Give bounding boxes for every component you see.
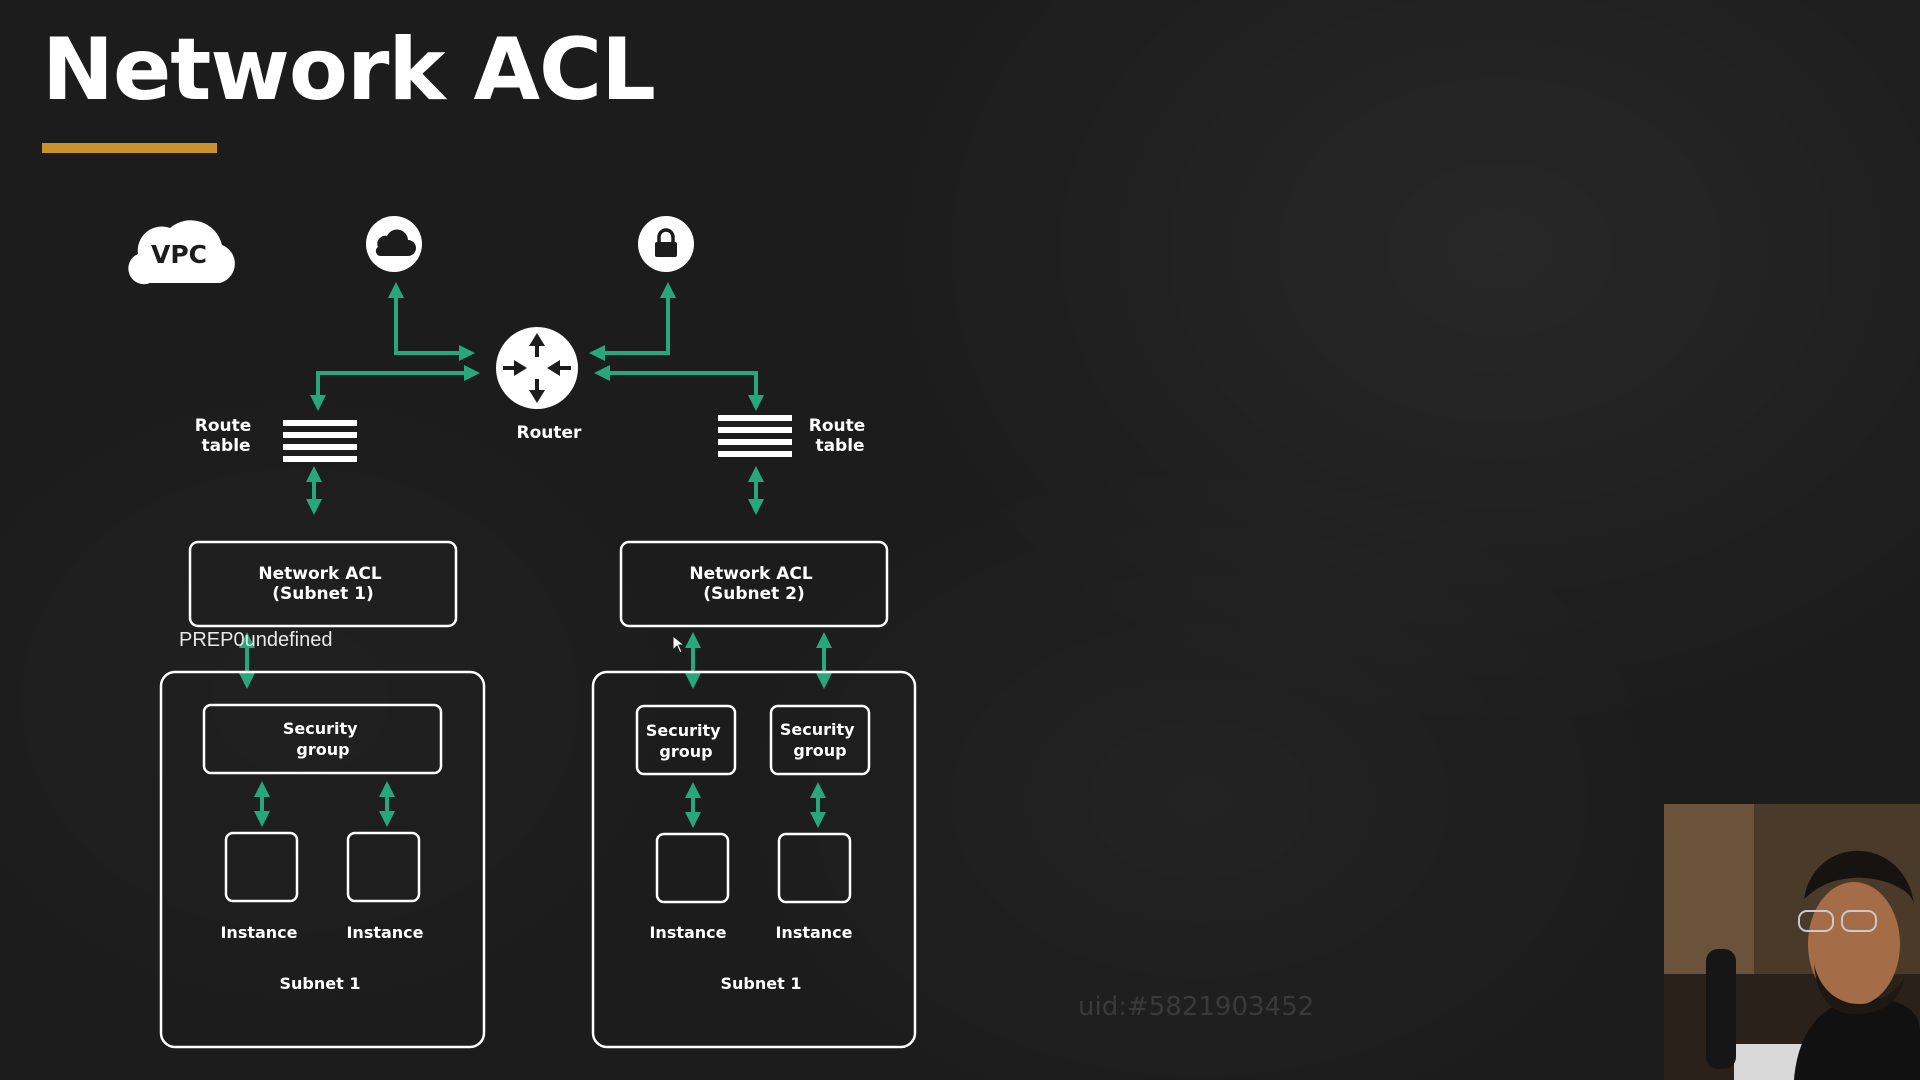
sg-right2-line1: Security (780, 720, 855, 739)
security-group-box-right-2 (769, 704, 871, 776)
route-table-icon-right (718, 415, 792, 457)
route-table-label-right: Route table (809, 416, 871, 456)
vpc-label: VPC (151, 240, 207, 269)
presenter-video (1664, 804, 1920, 1080)
nacl-label-left: Network ACL (Subnet 1) (258, 564, 387, 604)
sg-right1-line2: group (659, 742, 712, 761)
cloud-icon (366, 216, 422, 272)
sg-right1-line1: Security (646, 721, 721, 740)
title-underline (42, 143, 217, 153)
route-table-icon-left (283, 420, 357, 462)
lock-icon (638, 216, 694, 272)
uid-watermark: uid:#5821903452 (1078, 992, 1315, 1022)
nacl-box-left (188, 540, 458, 628)
sg-left-line1: Security (283, 719, 358, 738)
arrow-router-internet (388, 282, 475, 361)
route-table-left-line1: Route (195, 416, 252, 436)
nacl-right-line2: (Subnet 2) (703, 584, 805, 604)
subnet-label-right: Subnet 1 (721, 974, 802, 993)
nacl-label-right: Network ACL (Subnet 2) (689, 564, 818, 604)
instance-label-right-2: Instance (775, 923, 852, 942)
security-group-box-right-1 (635, 704, 737, 776)
nacl-left-line1: Network ACL (258, 564, 382, 584)
arrow-router-vpn (589, 282, 676, 361)
overlay-text: PREP0undefined (179, 629, 333, 651)
instance-label-right-1: Instance (649, 923, 726, 942)
arrow-router-routetable-left (310, 365, 480, 411)
sg-right2-line2: group (793, 741, 846, 760)
nacl-left-line2: (Subnet 1) (272, 584, 374, 604)
security-group-label-right-2: Security group (780, 720, 860, 760)
router-icon (496, 327, 578, 409)
instance-box-right-1 (655, 832, 730, 904)
route-table-label-left: Route table (195, 416, 257, 456)
security-group-label-right-1: Security group (646, 721, 726, 761)
webcam-overlay (1664, 804, 1920, 1080)
sg-left-line2: group (296, 740, 349, 759)
route-table-right-line2: table (815, 436, 864, 456)
instance-box-left-2 (346, 831, 421, 903)
subnet-box-right (591, 670, 917, 1049)
subnet-label-left: Subnet 1 (280, 974, 361, 993)
route-table-left-line2: table (201, 436, 250, 456)
title-underline-bar (42, 143, 217, 153)
instance-label-left-1: Instance (220, 923, 297, 942)
subnet-box-left (159, 670, 486, 1049)
nacl-box-right (619, 540, 889, 628)
slide-title: Network ACL (42, 20, 656, 120)
nacl-right-line1: Network ACL (689, 564, 813, 584)
route-table-right-line1: Route (809, 416, 866, 436)
instance-box-right-2 (777, 832, 852, 904)
arrow-router-routetable-right (594, 365, 764, 411)
vpc-cloud-icon: VPC (128, 220, 235, 285)
security-group-box-left (202, 703, 443, 775)
connectors (239, 282, 832, 828)
mouse-cursor-icon (672, 635, 686, 654)
security-group-label-left: Security group (283, 719, 363, 759)
instance-label-left-2: Instance (346, 923, 423, 942)
instance-box-left-1 (224, 831, 299, 903)
router-label: Router (517, 423, 583, 443)
